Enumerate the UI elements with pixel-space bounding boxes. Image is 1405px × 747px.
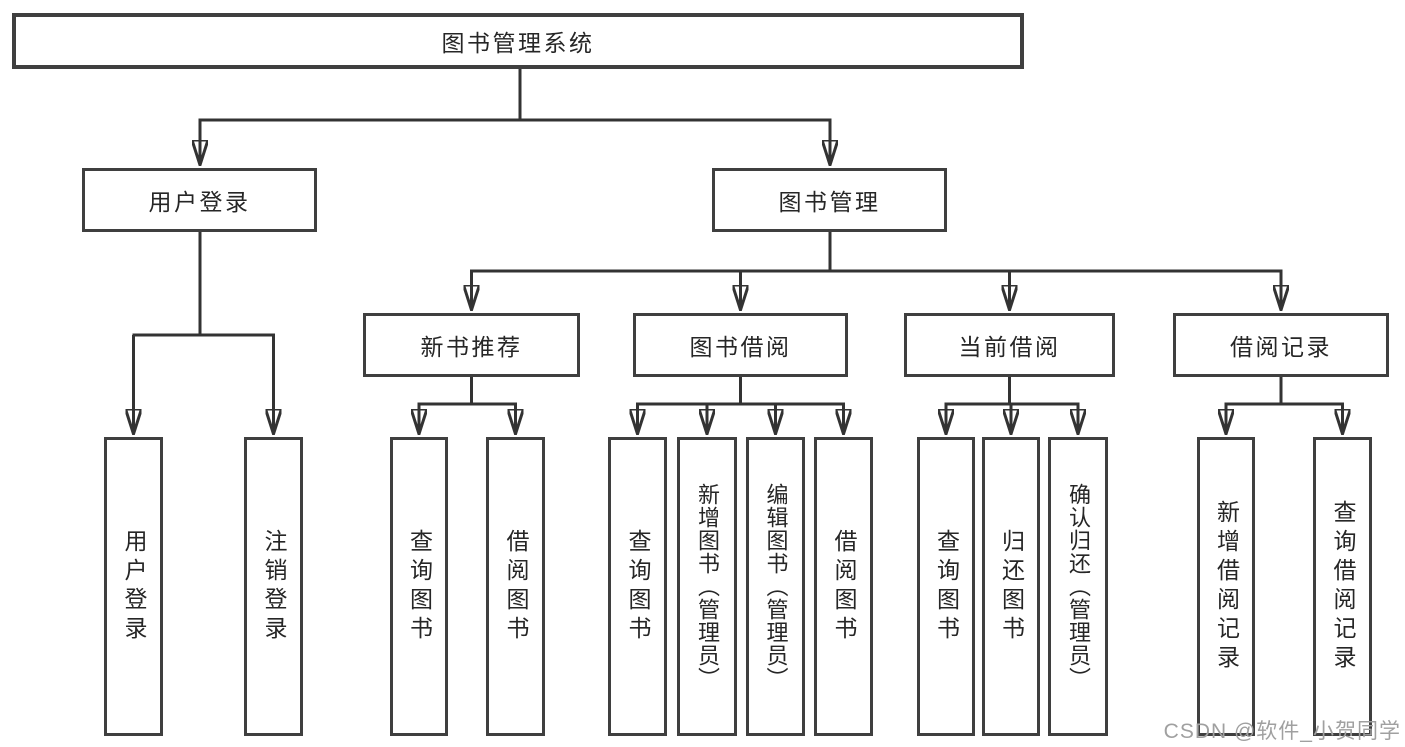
leaf-add-book-admin: 新增图书（管理员） bbox=[677, 437, 737, 736]
node-label: 编辑图书（管理员） bbox=[763, 483, 789, 690]
leaf-query-books-recommend: 查询图书 bbox=[390, 437, 448, 736]
leaf-user-login: 用户登录 bbox=[104, 437, 163, 736]
leaf-query-books-borrowing: 查询图书 bbox=[608, 437, 667, 736]
node-label: 查询图书 bbox=[406, 528, 433, 645]
leaf-query-borrow-record: 查询借阅记录 bbox=[1313, 437, 1372, 736]
leaf-edit-book-admin: 编辑图书（管理员） bbox=[746, 437, 805, 736]
leaf-logout-login: 注销登录 bbox=[244, 437, 303, 736]
node-new-book-recommend: 新书推荐 bbox=[363, 313, 580, 377]
leaf-return-book: 归还图书 bbox=[982, 437, 1040, 736]
node-label: 用户登录 bbox=[121, 528, 147, 645]
node-label: 确认归还（管理员） bbox=[1066, 483, 1091, 690]
node-user-login-branch: 用户登录 bbox=[82, 168, 317, 232]
node-current-borrowing: 当前借阅 bbox=[904, 313, 1115, 377]
node-label: 注销登录 bbox=[261, 528, 287, 645]
node-label: 查询图书 bbox=[933, 528, 960, 645]
node-label: 图书管理 bbox=[778, 189, 881, 215]
leaf-borrow-books-borrowing: 借阅图书 bbox=[814, 437, 873, 736]
node-label: 新增图书（管理员） bbox=[695, 483, 720, 690]
node-label: 借阅记录 bbox=[1230, 334, 1332, 360]
node-label: 查询图书 bbox=[625, 528, 651, 645]
leaf-confirm-return-admin: 确认归还（管理员） bbox=[1048, 437, 1108, 736]
node-label: 图书管理系统 bbox=[441, 30, 595, 56]
csdn-watermark: CSDN @软件_小贺同学 bbox=[1163, 720, 1401, 743]
node-book-borrowing: 图书借阅 bbox=[633, 313, 848, 377]
node-book-management-branch: 图书管理 bbox=[712, 168, 947, 232]
leaf-borrow-books-recommend: 借阅图书 bbox=[486, 437, 545, 736]
node-label: 查询借阅记录 bbox=[1330, 499, 1356, 674]
node-label: 新增借阅记录 bbox=[1213, 499, 1240, 674]
node-label: 新书推荐 bbox=[420, 334, 523, 360]
node-label: 归还图书 bbox=[998, 528, 1025, 645]
leaf-add-borrow-record: 新增借阅记录 bbox=[1197, 437, 1255, 736]
node-borrowing-records: 借阅记录 bbox=[1173, 313, 1389, 377]
leaf-query-books-current: 查询图书 bbox=[917, 437, 975, 736]
node-library-management-system: 图书管理系统 bbox=[12, 13, 1024, 69]
node-label: 当前借阅 bbox=[958, 334, 1061, 360]
node-label: 图书借阅 bbox=[689, 334, 792, 360]
node-label: 借阅图书 bbox=[831, 528, 857, 645]
node-label: 借阅图书 bbox=[503, 528, 529, 645]
node-label: 用户登录 bbox=[148, 189, 251, 215]
